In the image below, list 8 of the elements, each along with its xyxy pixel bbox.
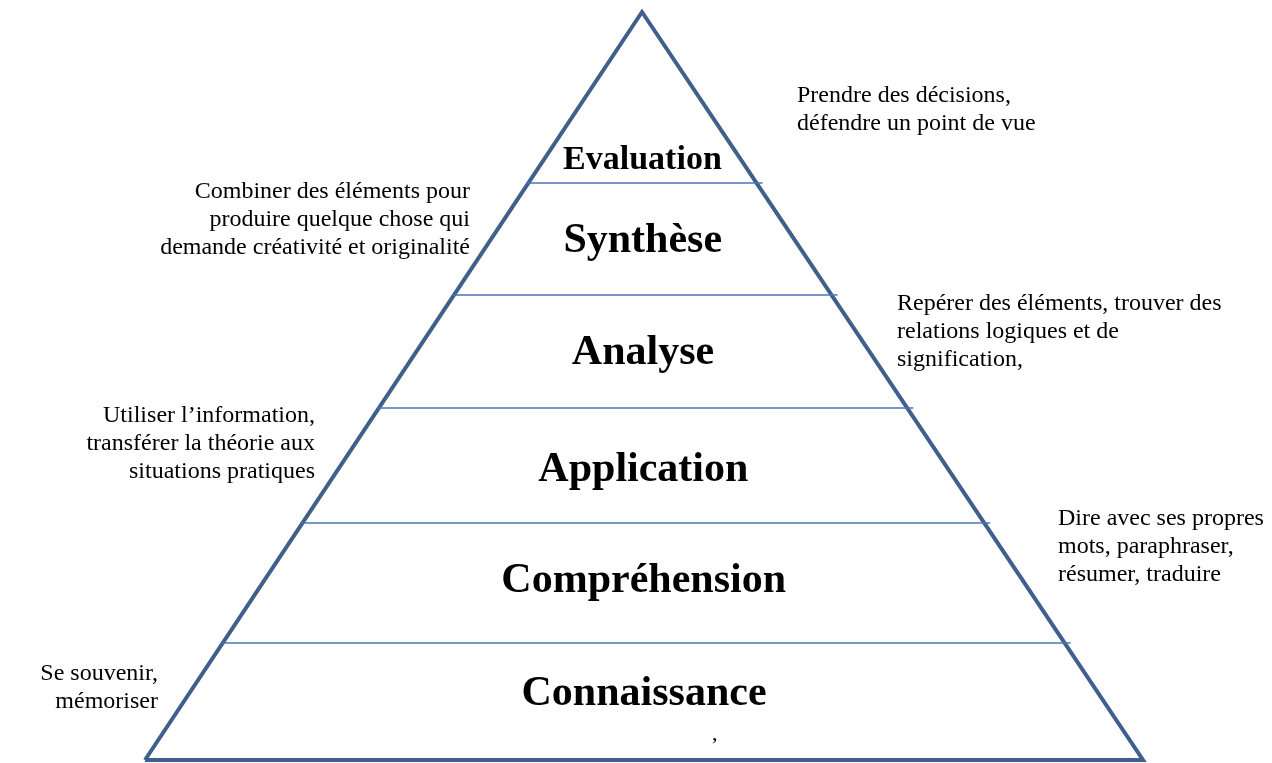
stray-mark: ,	[712, 722, 719, 744]
level-description: Repérer des éléments, trouver des relations logiques et de signification,	[897, 288, 1223, 372]
level-description: Prendre des décisions, défendre un point de vue	[797, 80, 1037, 136]
level-description: Se souvenir, mémoriser	[39, 658, 158, 714]
level-description: Dire avec ses propres mots, paraphraser, résumer, traduire	[1058, 503, 1265, 587]
level-description: Utiliser l’information, transférer la théorie aux situations pratiques	[85, 400, 315, 484]
level-label: Evaluation	[562, 141, 723, 176]
level-description: Combiner des éléments pour produire quelque chose qui demande créativité et originalité	[159, 176, 470, 260]
